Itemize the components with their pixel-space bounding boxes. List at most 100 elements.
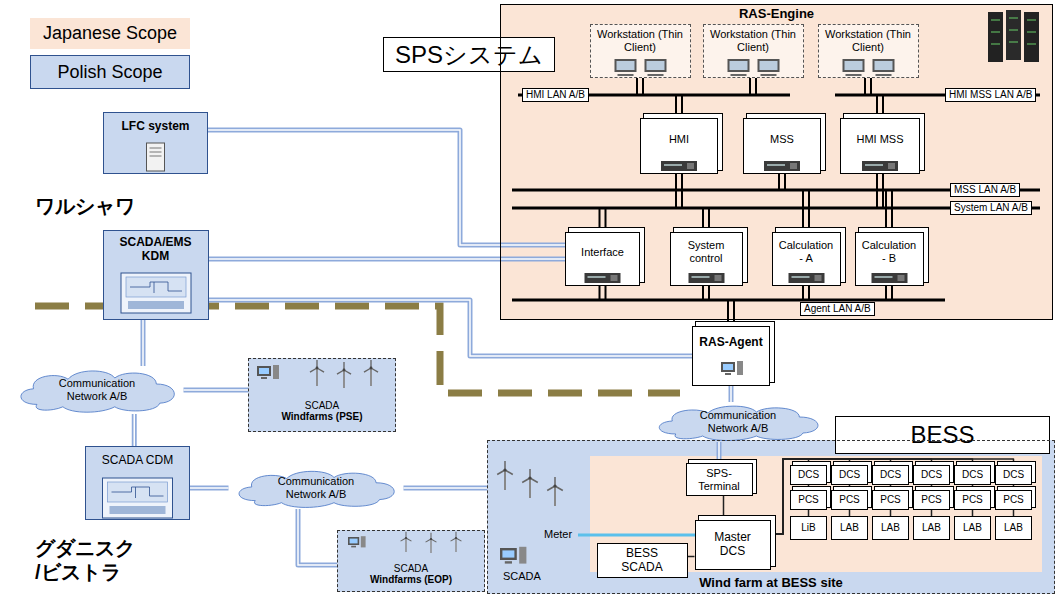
server-box: System control xyxy=(670,232,743,286)
connector-line xyxy=(132,414,137,446)
pcs-box: PCS xyxy=(995,490,1032,510)
battery-box: LAB xyxy=(913,516,950,540)
node-text: System control xyxy=(675,239,738,264)
node-text: RAS-Agent xyxy=(699,336,762,350)
battery-box: LiB xyxy=(790,516,827,540)
connector-gap xyxy=(404,487,488,489)
node-text: MSS xyxy=(770,133,794,146)
screen-icon xyxy=(121,273,191,313)
connector-gap xyxy=(142,320,144,366)
node-text: Communication Network A/B xyxy=(259,475,374,500)
bus-label: MSS LAN A/B xyxy=(950,183,1020,197)
workstation-box: Workstation (Thin Client) xyxy=(818,24,919,78)
turbine-icon xyxy=(337,362,351,388)
connector-gap xyxy=(208,130,565,245)
server-icon xyxy=(688,273,724,283)
turbine-icon xyxy=(522,469,538,498)
node-text: RAS-Engine xyxy=(739,7,814,22)
title-box: SPSシステム xyxy=(383,37,555,72)
node-text: DCS xyxy=(798,469,819,481)
scope-panel: RAS-EngineWorkstation (Thin Client) Works… xyxy=(500,4,1053,320)
node-text: PCS xyxy=(921,494,942,506)
lan-stub xyxy=(708,208,710,228)
place-label: ワルシャワ xyxy=(35,195,135,218)
terminal-box: SPS-Terminal xyxy=(686,463,753,496)
dcs-box: DCS xyxy=(913,465,950,485)
connector-gap xyxy=(730,386,732,402)
connector xyxy=(771,459,1014,534)
lan-stub xyxy=(778,174,780,190)
system-box: LFC system xyxy=(103,112,208,174)
system-box: SCADA CDM xyxy=(85,446,190,520)
pc-icon xyxy=(500,547,526,564)
node-text: SPS-Terminal xyxy=(691,467,748,492)
node-text: Communication Network A/B xyxy=(41,377,154,402)
cloud-outline xyxy=(20,371,173,412)
workstation-box: Workstation (Thin Client) xyxy=(703,24,804,78)
turbine-icon xyxy=(497,461,513,490)
connector-line xyxy=(208,130,565,245)
connector xyxy=(209,259,566,260)
connector-line xyxy=(717,442,722,463)
connector xyxy=(184,390,249,391)
connector-gap xyxy=(190,487,229,489)
node-text: LAB xyxy=(881,522,900,534)
pc-icon xyxy=(348,536,366,547)
windfarm-box: SCADAWindfarms (PSE) xyxy=(248,358,396,432)
legend-text: Japanese Scope xyxy=(43,23,177,44)
node-text: PCS xyxy=(798,494,819,506)
node-text: HMI MSS xyxy=(856,133,903,146)
pcs-box: PCS xyxy=(872,490,909,510)
cloud-outline xyxy=(659,406,818,440)
connector xyxy=(404,488,488,489)
lan-stub xyxy=(605,286,607,300)
pc-icon xyxy=(721,361,743,375)
node-text: PCS xyxy=(962,494,983,506)
pcs-box: PCS xyxy=(913,490,950,510)
node-text: Calculation - B xyxy=(860,239,919,264)
agent-box: RAS-Agent xyxy=(692,326,770,386)
server-box: Calculation - B xyxy=(855,232,924,286)
dcs-box: DCS xyxy=(872,465,909,485)
lan-stub xyxy=(891,190,893,228)
connector-gap xyxy=(209,258,566,260)
battery-box: LAB xyxy=(872,516,909,540)
legend-text: Polish Scope xyxy=(57,62,162,83)
server-icon xyxy=(661,161,697,171)
node-text: SCADA xyxy=(305,400,339,412)
lan-stub xyxy=(599,286,601,300)
windfarm-box: SCADAWindfarms (EOP) xyxy=(337,530,485,592)
node-icons xyxy=(565,232,640,286)
node-text: Communication Network A/B xyxy=(679,409,798,434)
connector xyxy=(134,414,135,446)
connector xyxy=(723,496,724,520)
lan-stub xyxy=(702,286,704,300)
node-text: Interface xyxy=(581,246,624,259)
lan-stub xyxy=(749,78,751,95)
legend-swatch: Japanese Scope xyxy=(30,18,190,49)
network-cloud: Communication Network A/B xyxy=(649,402,828,442)
connector-gap xyxy=(718,442,720,463)
turbine-icon xyxy=(426,533,437,553)
node-text: DCS xyxy=(962,469,983,481)
connector xyxy=(208,130,565,245)
meter-line xyxy=(578,534,700,537)
connector xyxy=(298,509,337,565)
connector-gap xyxy=(209,300,693,356)
connector-gap xyxy=(134,414,136,446)
node-text: Workstation (Thin Client) xyxy=(823,28,914,53)
connector-line xyxy=(404,486,488,491)
lan-stub xyxy=(876,95,878,114)
pc-icon xyxy=(257,365,279,379)
lan-stub xyxy=(891,286,893,300)
bus-label: Agent LAN A/B xyxy=(800,302,875,316)
network-cloud: Communication Network A/B xyxy=(229,467,404,509)
lan-stub xyxy=(708,286,710,300)
node-text: PCS xyxy=(880,494,901,506)
battery-box: LAB xyxy=(995,516,1032,540)
place-label: グダニスク /ビストラ xyxy=(35,536,143,584)
node-text: BESS xyxy=(910,421,974,449)
turbine-icon xyxy=(451,532,462,552)
lan-stub xyxy=(727,300,729,322)
scada-box: BESS SCADA xyxy=(597,543,688,578)
